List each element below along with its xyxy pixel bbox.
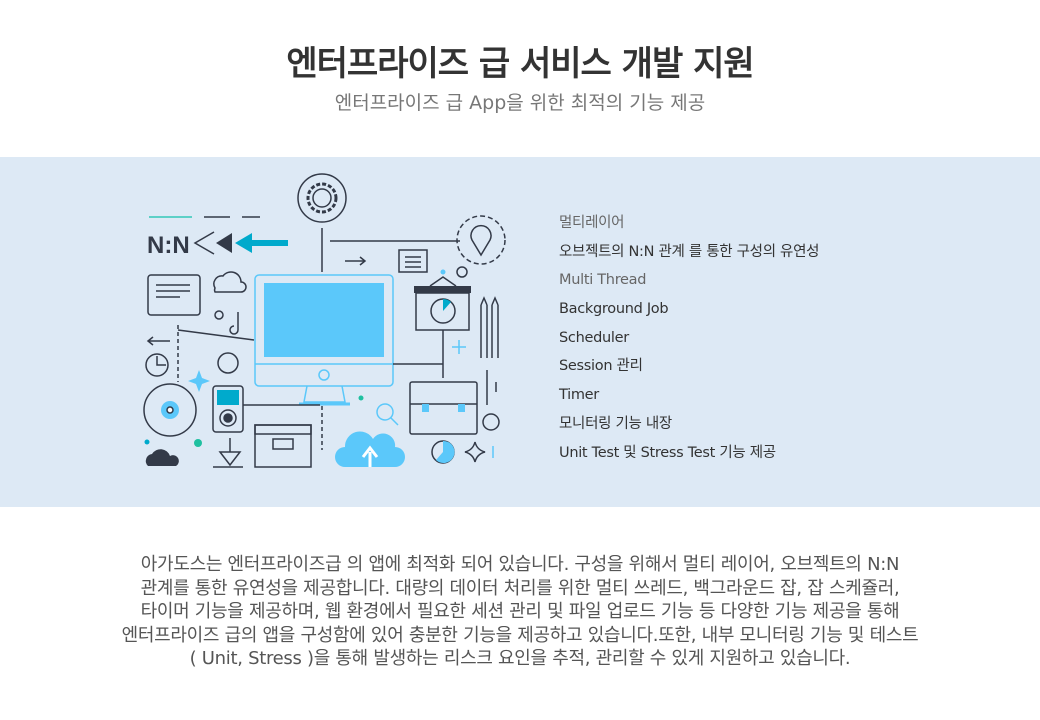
cloud-outline-icon (213, 271, 247, 293)
feature-list: 멀티레이어 오브젝트의 N:N 관계 를 통한 구성의 유연성 Multi Th… (559, 213, 819, 471)
description-line: 관계를 통한 유연성을 제공합니다. 대량의 데이터 처리를 위한 멀티 쓰레드… (140, 577, 900, 599)
archive-box-icon (254, 424, 312, 468)
feature-item: Multi Thread (559, 272, 647, 289)
feature-item: 모니터링 기능 내장 (559, 415, 672, 432)
gear-icon (297, 173, 347, 223)
cloud-icon (145, 449, 179, 466)
briefcase-icon (398, 249, 428, 273)
monitor-icon (254, 274, 394, 387)
arrow-left-icon (146, 336, 170, 346)
pencil-icon (491, 296, 499, 358)
teal-arrow-icon (235, 233, 288, 253)
feature-item: Unit Test 및 Stress Test 기능 제공 (559, 444, 776, 461)
music-player-icon (212, 385, 244, 433)
feature-item: Timer (559, 387, 599, 404)
search-icon (376, 403, 394, 421)
description: 아가도스는 엔터프라이즈급 의 앱에 최적화 되어 있습니다. 구성을 위해서 … (20, 553, 1020, 671)
arrow-head-icon (216, 233, 232, 253)
nn-label: N:N (147, 232, 190, 259)
refresh-icon (217, 352, 239, 374)
music-note-icon (229, 312, 239, 335)
plus-icon (452, 340, 466, 354)
chevron-icon (193, 231, 215, 255)
chat-icon (147, 274, 201, 316)
feature-band: N:N (0, 157, 1040, 507)
feature-item: 멀티레이어 (559, 215, 625, 231)
sparkle-icon (188, 370, 210, 392)
description-line: 엔터프라이즈 급의 앱을 구성함에 있어 충분한 기능을 제공하고 있습니다.또… (121, 624, 919, 646)
description-line: ( Unit, Stress )을 통해 발생하는 리스크 요인을 추적, 관리… (189, 648, 851, 669)
download-icon (213, 438, 243, 468)
feature-item: Background Job (559, 301, 669, 318)
arrow-right-icon (345, 256, 367, 266)
page-subtitle: 엔터프라이즈 급 App을 위한 최적의 기능 제공 (334, 92, 706, 114)
star-icon (464, 441, 486, 463)
description-line: 아가도스는 엔터프라이즈급 의 앱에 최적화 되어 있습니다. 구성을 위해서 … (140, 554, 900, 575)
feature-item: 오브젝트의 N:N 관계 를 통한 구성의 유연성 (559, 243, 820, 260)
feature-item: Scheduler (559, 329, 629, 346)
clock-icon (145, 353, 169, 377)
enterprise-illustration: N:N (143, 173, 506, 468)
page-title: 엔터프라이즈 급 서비스 개발 지원 (286, 44, 754, 84)
presentation-board-icon (414, 286, 471, 293)
pencil-icon (480, 296, 488, 358)
cd-icon (143, 383, 197, 437)
description-line: 타이머 기능을 제공하며, 웹 환경에서 필요한 세션 관리 및 파일 업로드 … (140, 601, 900, 622)
feature-item: Session 관리 (559, 358, 643, 375)
toolbox-icon (409, 381, 478, 435)
location-icon (456, 215, 506, 265)
